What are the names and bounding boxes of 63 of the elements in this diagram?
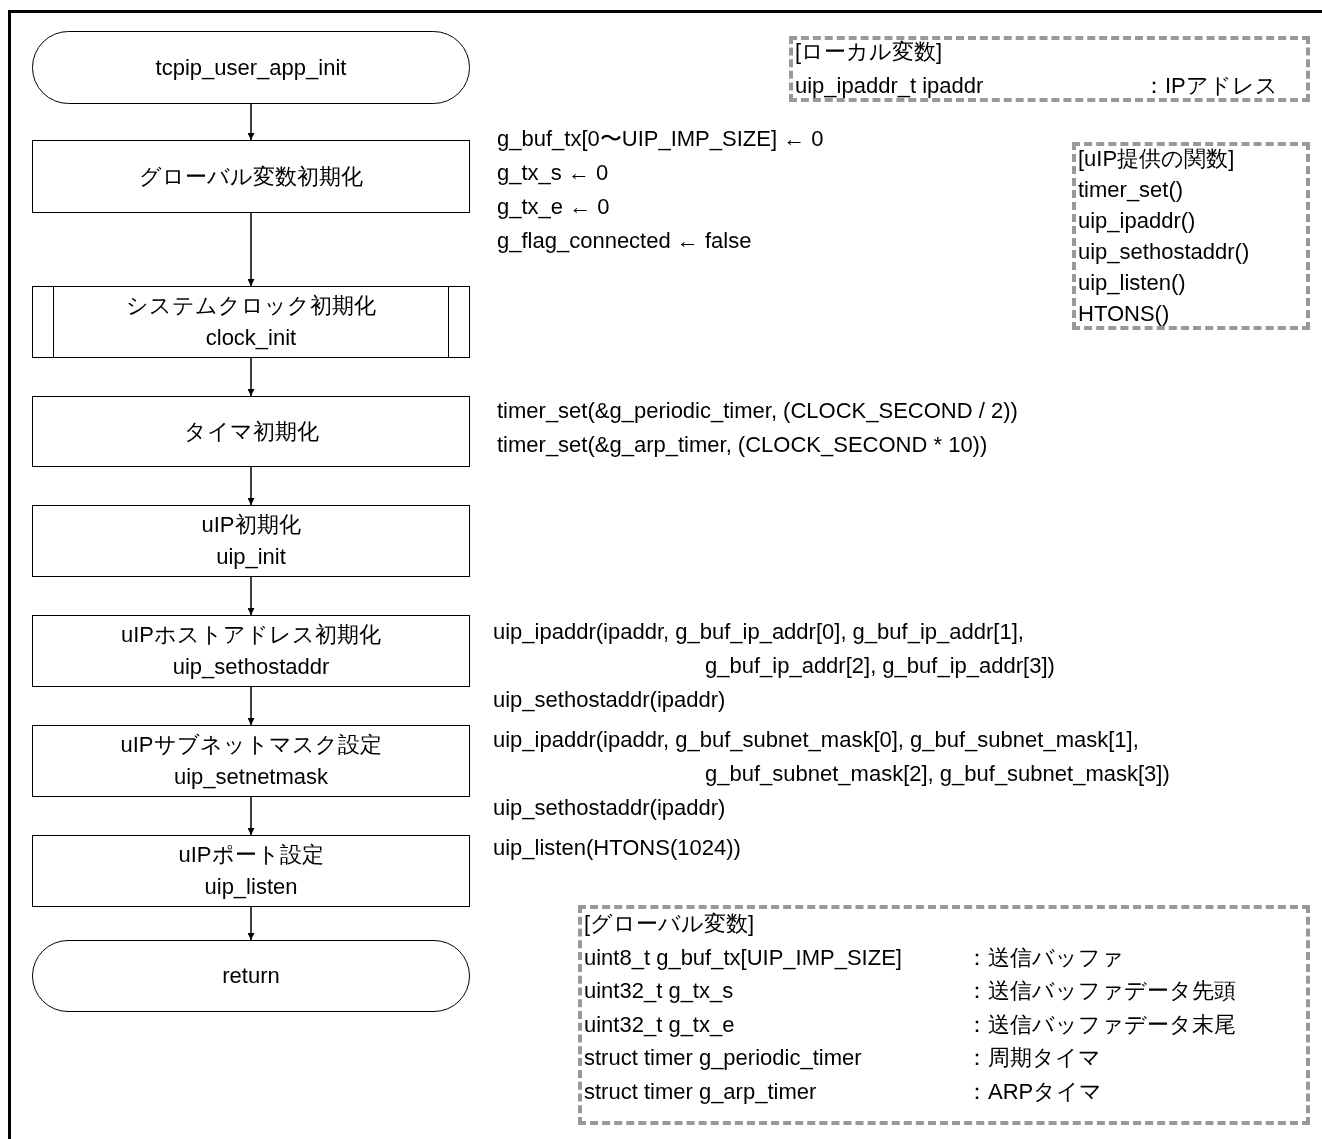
node-label: uip_init [216,543,286,571]
note-heading: [ローカル変数] [795,38,943,66]
note-text: ：送信バッファデータ先頭 [966,977,1236,1006]
arrow [247,103,255,141]
code-text: uip_ipaddr(ipaddr, g_buf_subnet_mask[0], g_buf_subnet_mask[1], g_buf_subnet_mask[2], g_buf_subnet_mask[3]) [493,726,1171,788]
arrow [247,686,255,726]
process-box [32,396,470,467]
note-text: struct timer g_periodic_timer [584,1044,862,1073]
node-label: uIP初期化 [201,511,301,539]
node-label: return [222,962,280,990]
process-box [32,615,470,687]
note-heading: [uIP提供の関数] [1078,145,1235,173]
note-text: ：周期タイマ [966,1044,1101,1073]
arrow [247,796,255,836]
note-text: uint32_t g_tx_e [584,1010,735,1039]
note-text: ：IPアドレス [1143,72,1278,100]
arrow [247,906,255,941]
code-text: g_tx_s ← 0 [497,159,609,187]
note-box [578,905,1310,1125]
code-text: g_tx_e ← 0 [497,193,610,221]
node-label: uip_sethostaddr [172,653,330,681]
node-label: uIPホストアドレス初期化 [121,621,381,649]
code-text: uip_listen(HTONS(1024)) [493,834,741,862]
node-label: uIPサブネットマスク設定 [120,731,382,759]
process-box [32,725,470,797]
node-label: システムクロック初期化 [126,292,376,320]
code-text: uip_ipaddr(ipaddr, g_buf_ip_addr[0], g_buf_ip_addr[1], g_buf_ip_addr[2], g_buf_ip_addr[3]) [493,618,1056,680]
predefined-process-box [32,286,470,358]
code-text: timer_set(&g_periodic_timer, (CLOCK_SECOND / 2)) [497,397,1018,425]
note-text: uip_listen() [1078,269,1186,297]
code-text: uip_sethostaddr(ipaddr) [493,794,726,822]
node-label: tcpip_user_app_init [155,53,347,82]
node-label: clock_init [205,324,297,352]
note-text: uip_sethostaddr() [1078,238,1250,266]
arrow [247,212,255,287]
arrow [247,466,255,506]
arrow [247,576,255,616]
process-box [32,140,470,213]
note-heading: [グローバル変数] [584,910,755,938]
note-text: ：ARPタイマ [966,1078,1103,1106]
note-text: HTONS() [1078,300,1170,328]
code-text: g_buf_tx[0〜UIP_IMP_SIZE] ← 0 [497,125,824,153]
note-text: uip_ipaddr_t ipaddr [795,72,984,100]
note-text: ：送信バッファ [966,943,1124,972]
node-label: タイマ初期化 [183,417,319,446]
arrow [247,357,255,397]
code-text: g_flag_connected ← false [497,227,752,255]
node-label: uip_setnetmask [173,763,329,791]
note-box [789,36,1310,102]
process-box [32,835,470,907]
node-label: uIPポート設定 [178,841,324,869]
node-label: uip_listen [204,873,298,901]
note-text: uint32_t g_tx_s [584,977,734,1006]
note-box [1072,142,1310,330]
code-text: timer_set(&g_arp_timer, (CLOCK_SECOND * 10)) [497,431,988,459]
process-box [32,505,470,577]
note-text: struct timer g_arp_timer [584,1078,817,1106]
code-text: uip_sethostaddr(ipaddr) [493,686,726,714]
node-label: グローバル変数初期化 [139,162,363,191]
note-text: timer_set() [1078,176,1184,204]
note-text: uint8_t g_buf_tx[UIP_IMP_SIZE] [584,943,902,972]
note-text: uip_ipaddr() [1078,207,1196,235]
note-text: ：送信バッファデータ末尾 [966,1010,1236,1039]
